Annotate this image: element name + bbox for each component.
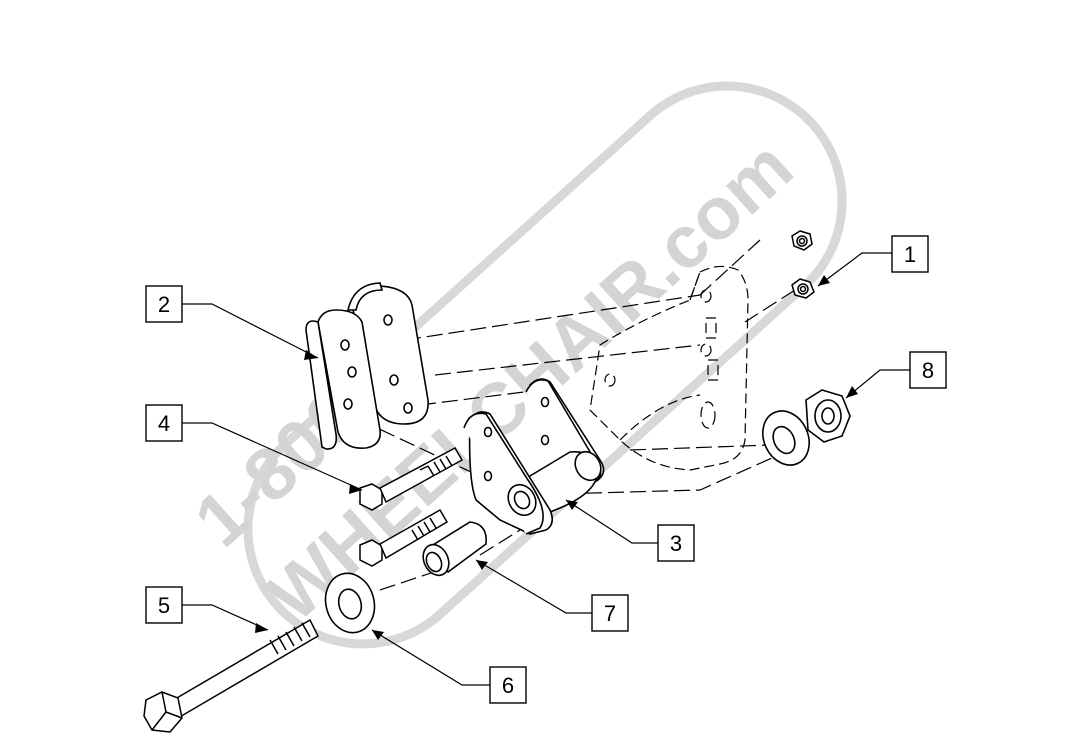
callout-5: 5 [145,586,183,624]
callout-2: 2 [145,285,183,323]
callout-8: 8 [909,351,947,389]
large-washer [324,572,376,634]
long-bolt [143,618,319,733]
callout-8-box [909,351,947,389]
callout-6-box [489,666,527,704]
callout-2-label: 2 [158,292,170,317]
callout-7: 7 [591,594,629,632]
callout-7-label: 7 [604,601,616,626]
spacer-plates [305,282,429,450]
callout-6-label: 6 [502,673,514,698]
small-nuts [791,230,815,299]
frame-phantom [589,265,749,471]
leader-lines [182,252,910,686]
watermark: 1-800 WHEELCHAIR.com [179,81,847,649]
callout-6: 6 [489,666,527,704]
callout-8-label: 8 [922,358,934,383]
short-bolts [359,446,464,567]
callout-4-box [145,404,183,442]
washer-and-locknut [762,389,851,466]
callout-5-label: 5 [158,593,170,618]
spacer-tube [422,521,487,577]
callout-2-box [145,285,183,323]
callout-4-label: 4 [158,411,170,436]
callout-3-label: 3 [670,531,682,556]
callout-1: 1 [891,235,929,273]
callout-7-box [591,594,629,632]
callout-5-box [145,586,183,624]
leader-arrowheads [255,275,858,640]
watermark-ring [243,81,847,649]
callout-4: 4 [145,404,183,442]
callout-3-box [657,524,695,562]
callout-3: 3 [657,524,695,562]
callout-1-box [891,235,929,273]
pivot-bracket [463,378,605,535]
callout-1-label: 1 [904,242,916,267]
